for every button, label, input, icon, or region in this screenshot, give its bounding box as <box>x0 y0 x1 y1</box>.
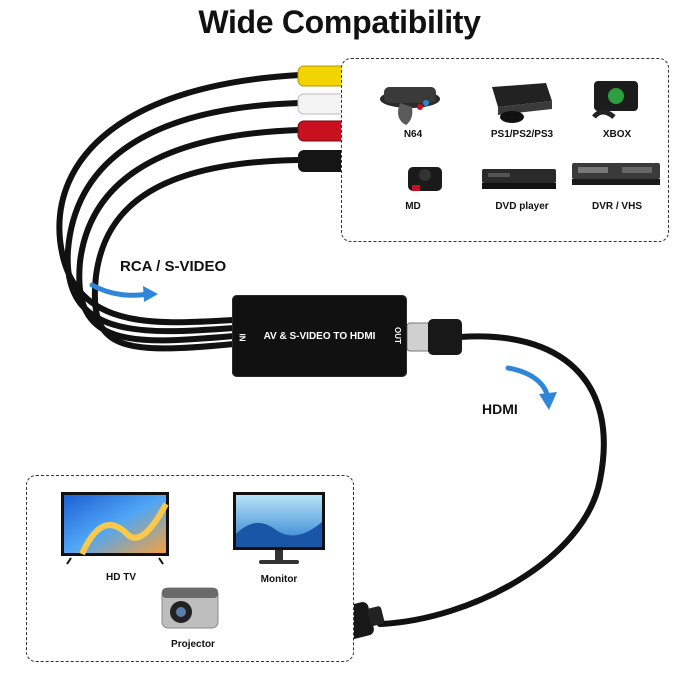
source-label-ps: PS1/PS2/PS3 <box>490 129 554 140</box>
hd-tv-icon <box>61 492 169 565</box>
playstation-console-icon <box>492 83 552 123</box>
projector-icon <box>161 587 219 629</box>
out-port-label: OUT <box>393 327 403 344</box>
source-label-n64: N64 <box>403 129 423 140</box>
page-title: Wide Compatibility <box>198 4 481 40</box>
source-devices-panel: N64 PS1/PS2/PS3 XBOX MD DVD player DVR /… <box>341 58 669 242</box>
output-label-monitor: Monitor <box>260 574 298 585</box>
hdmi-plug-top <box>406 319 462 355</box>
source-label-md: MD <box>405 201 421 212</box>
converter-label: AV & S-VIDEO TO HDMI <box>263 331 376 342</box>
rca-s-video-label: RCA / S-VIDEO <box>120 258 227 275</box>
hdmi-label: HDMI <box>482 401 518 417</box>
source-label-xbox: XBOX <box>602 129 632 140</box>
dvd-player-icon <box>482 169 556 189</box>
n64-console-icon <box>380 87 440 125</box>
source-label-dvr: DVR / VHS <box>591 201 642 212</box>
output-label-projector: Projector <box>171 639 215 650</box>
xbox-console-icon <box>592 81 638 119</box>
output-devices-panel: HD TV Monitor Projector <box>26 475 354 662</box>
source-label-dvd: DVD player <box>495 201 549 212</box>
output-label-hdtv: HD TV <box>106 572 136 583</box>
converter-box: IN AV & S-VIDEO TO HDMI OUT <box>232 295 407 377</box>
monitor-icon <box>233 492 325 564</box>
md-console-icon <box>408 167 442 191</box>
dvr-vhs-icon <box>572 163 660 185</box>
